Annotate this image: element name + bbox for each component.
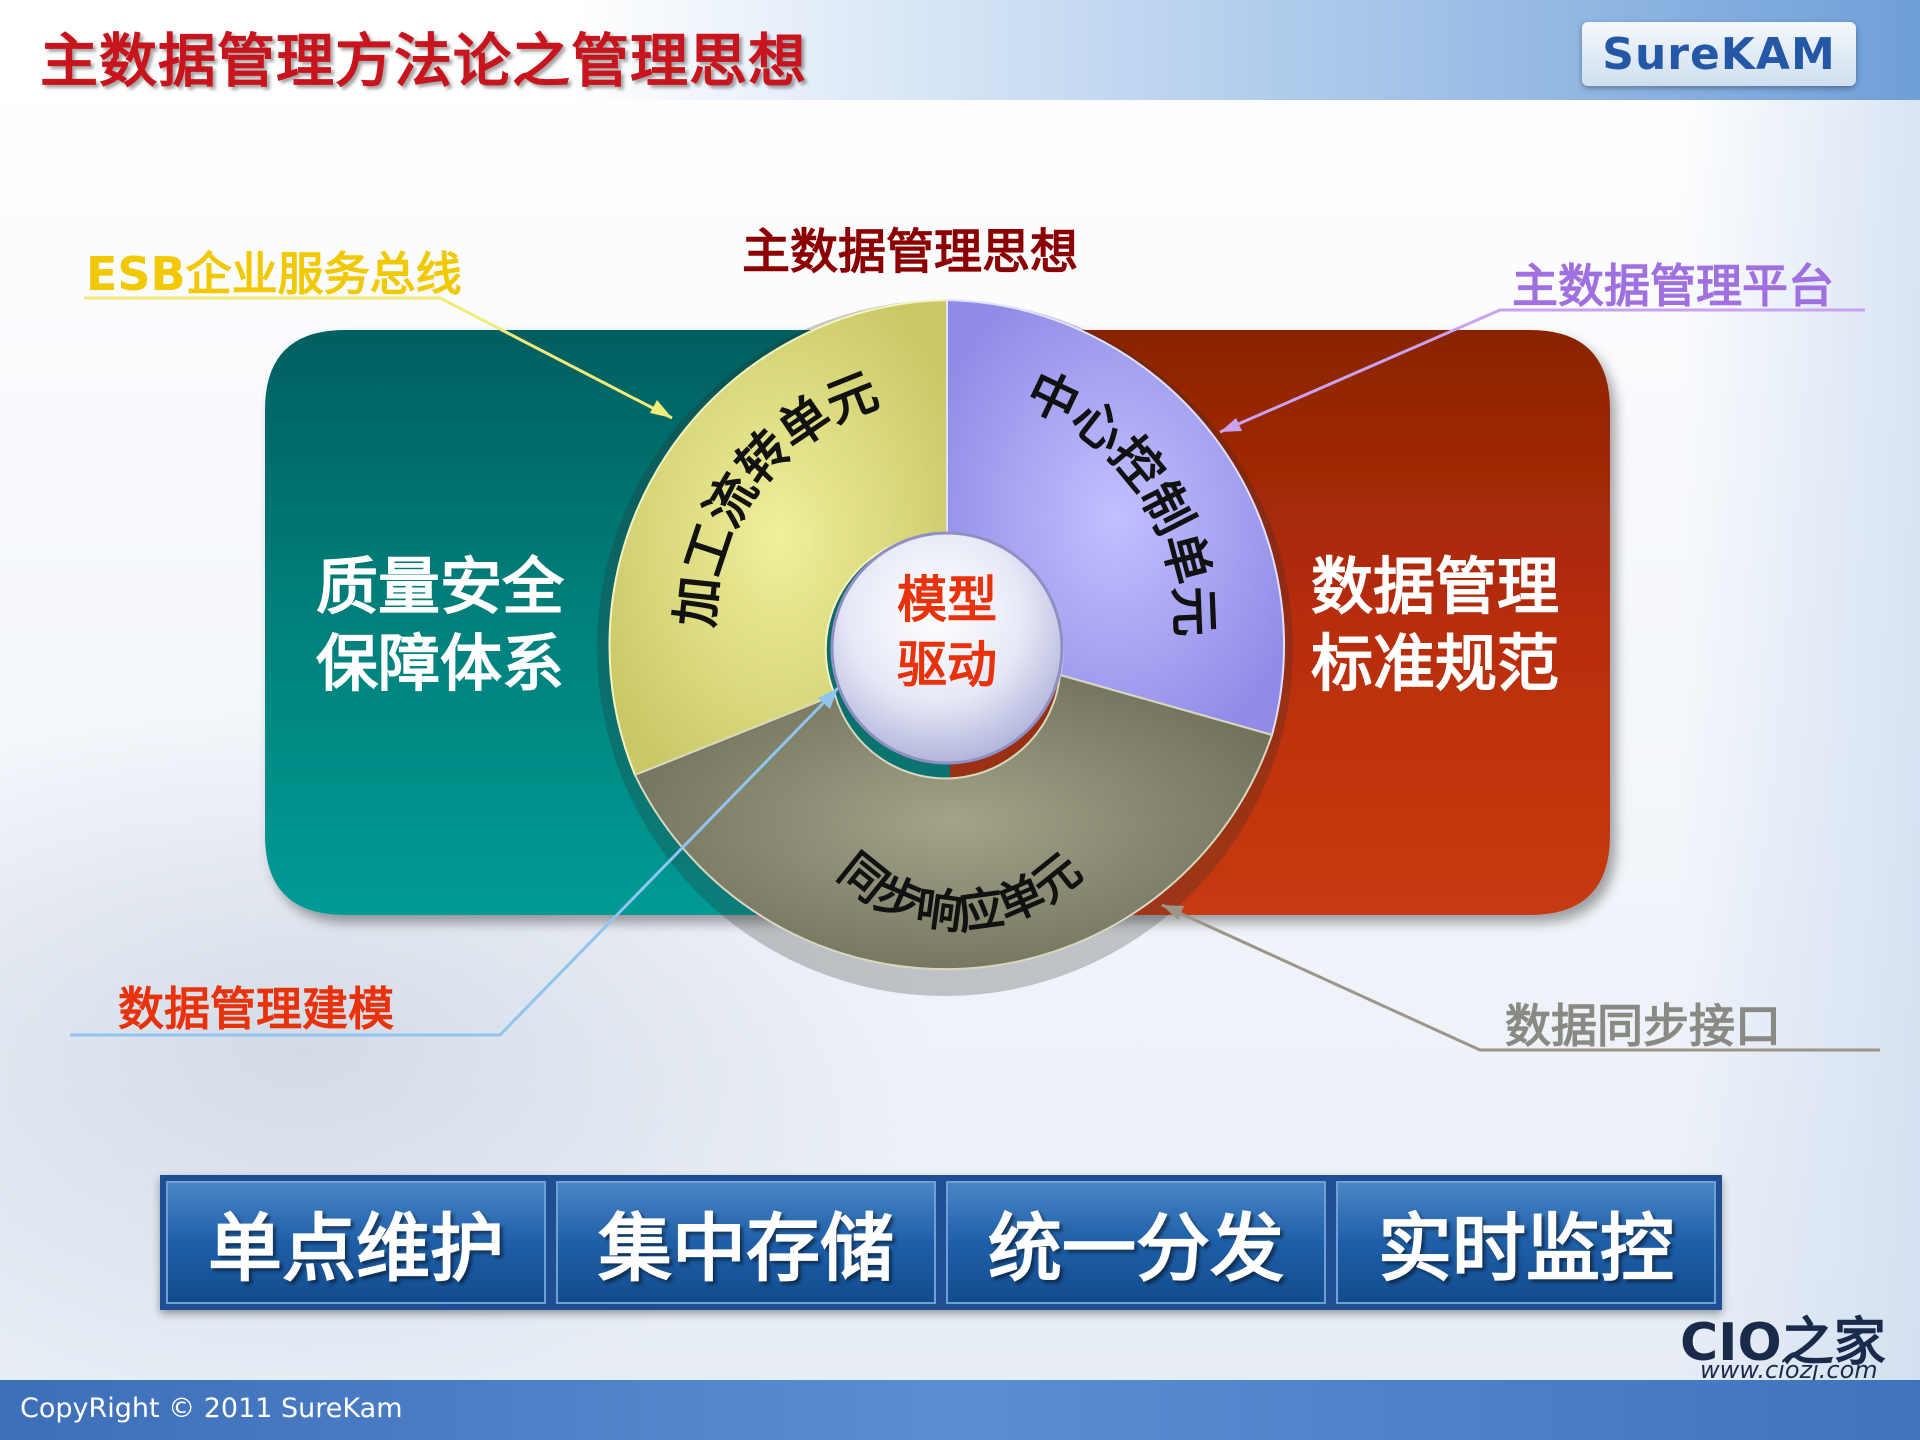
modeling-callout-arrowhead	[818, 688, 838, 709]
right-block-line2: 标准规范	[1311, 627, 1559, 700]
modeling-callout-label: 数据管理建模	[118, 982, 394, 1036]
sync-interface-callout-arrowhead	[1162, 905, 1184, 920]
diagram-title: 主数据管理思想	[742, 224, 1078, 280]
esb-callout-label: ESB企业服务总线	[86, 247, 462, 301]
copyright-text: CopyRight © 2011 SureKam	[20, 1393, 403, 1424]
right-block-line1: 数据管理	[1311, 550, 1559, 623]
single-point-maintenance-button[interactable]: 单点维护	[166, 1181, 546, 1304]
feature-bar: 单点维护 集中存储 统一分发 实时监控	[160, 1175, 1722, 1310]
watermark-logo: CIO之家	[1680, 1313, 1886, 1373]
modeling-callout-line	[70, 686, 840, 1037]
unified-distribution-button[interactable]: 统一分发	[946, 1181, 1326, 1304]
left-block-line1: 质量安全	[316, 550, 565, 623]
sync-response-unit-segment	[633, 673, 1274, 971]
sync-interface-callout-label: 数据同步接口	[1505, 999, 1781, 1053]
processing-unit-segment	[608, 298, 948, 777]
realtime-monitoring-button[interactable]: 实时监控	[1336, 1181, 1716, 1304]
model-driven-core	[830, 531, 1064, 765]
left-block-line2: 保障体系	[316, 627, 564, 700]
surekam-logo: SureKAM	[1582, 22, 1856, 86]
sync-interface-callout-line	[1161, 903, 1880, 1052]
platform-callout-label: 主数据管理平台	[1512, 259, 1834, 313]
page-title: 主数据管理方法论之管理思想	[40, 27, 808, 95]
centralized-storage-button[interactable]: 集中存储	[556, 1181, 936, 1304]
watermark-url: www.ciozj.com	[1700, 1356, 1878, 1384]
platform-callout-arrowhead	[1220, 418, 1242, 432]
center-label-line1: 模型	[897, 571, 997, 629]
esb-callout-line	[84, 296, 673, 420]
center-label-line2: 驱动	[897, 636, 997, 694]
platform-callout-line	[1219, 308, 1865, 434]
footer-bar	[0, 1380, 1920, 1440]
background-haze	[1680, 100, 1920, 1380]
esb-callout-arrowhead	[650, 400, 672, 418]
